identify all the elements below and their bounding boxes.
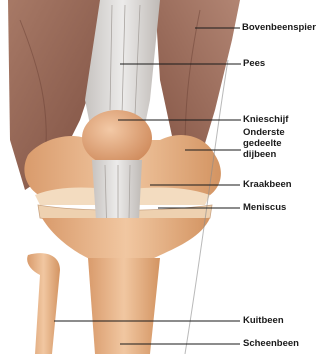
label-knieschijf: Knieschijf [243, 114, 288, 125]
tibia-head [42, 218, 210, 260]
label-kuitbeen: Kuitbeen [243, 315, 284, 326]
label-kraakbeen: Kraakbeen [243, 179, 292, 190]
label-onderste-dijbeen: Onderste gedeelte dijbeen [243, 127, 329, 160]
patella [82, 110, 152, 166]
label-bovenbeenspier: Bovenbeenspier [242, 22, 316, 33]
fibula [27, 253, 60, 354]
label-meniscus: Meniscus [243, 202, 286, 213]
tibia-shaft [88, 258, 160, 354]
label-scheenbeen: Scheenbeen [243, 338, 299, 349]
label-pees: Pees [243, 58, 265, 69]
